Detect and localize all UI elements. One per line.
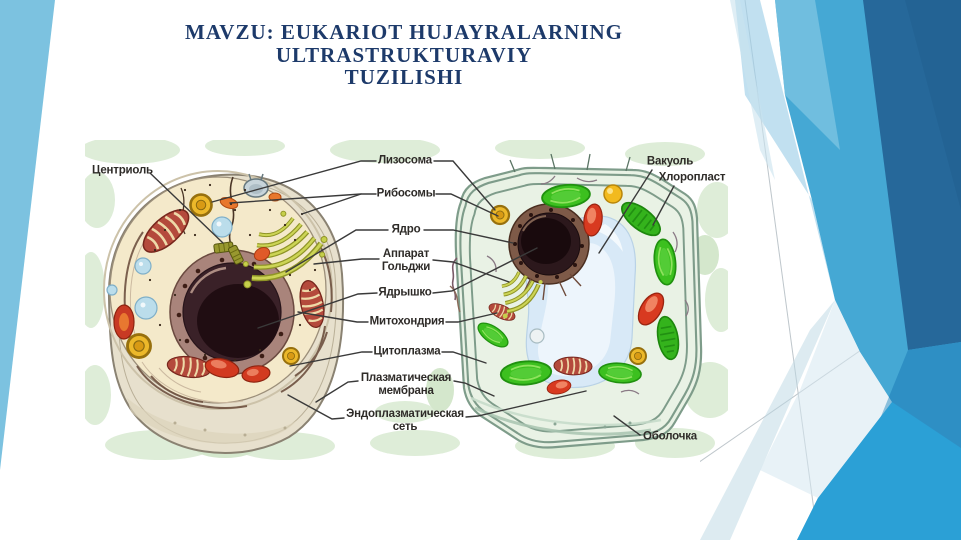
- leader-nucleus-left: [285, 229, 389, 273]
- plant-cell-illustration: [449, 153, 703, 449]
- label-endoplasmic-reticulum-line2: сеть: [392, 421, 418, 433]
- leader-golgi-left: [313, 258, 380, 265]
- label-lysosome: Лизосома: [378, 154, 432, 167]
- leader-nucleus-right: [423, 229, 514, 244]
- label-chloroplast: Хлоропласт: [658, 171, 726, 184]
- label-vacuole: Вакуоль: [646, 155, 694, 168]
- label-plasma-membrane-line2: мембрана: [378, 385, 434, 397]
- leader-membrane-right: [453, 380, 495, 397]
- label-ribosomes: Рибосомы: [376, 187, 436, 200]
- leader-er-left: [287, 394, 345, 420]
- cell-diagram: Центриоль Лизосома Рибосомы Ядро Аппарат…: [85, 140, 728, 460]
- leader-cell-wall: [613, 415, 641, 436]
- label-endoplasmic-reticulum-line1: Эндоплазматическая: [346, 408, 464, 421]
- label-golgi-line2: Гольджи: [381, 261, 431, 273]
- slide-title: MAVZU: EUKARIOT HUJAYRALARNING ULTRASTRU…: [58, 21, 750, 89]
- label-plasma-membrane: Плазматическая мембрана: [360, 372, 452, 398]
- leader-golgi-right: [432, 259, 510, 283]
- leader-ribosomes-left2: [301, 193, 362, 215]
- leader-nucleolus-right: [432, 247, 538, 294]
- leader-lysosome-left: [211, 160, 377, 203]
- leader-chloroplast: [652, 185, 675, 226]
- label-nucleolus: Ядрышко: [378, 286, 432, 299]
- label-centriole: Центриоль: [92, 164, 153, 177]
- leader-vacuole: [598, 169, 653, 254]
- label-plasma-membrane-line1: Плазматическая: [360, 372, 452, 385]
- leader-mitochondrion-right: [445, 312, 498, 323]
- animal-cell-illustration: [103, 170, 345, 454]
- slide-title-line2: TUZILISHI: [344, 65, 464, 90]
- left-wedge-decoration: [0, 0, 55, 470]
- label-golgi-line1: Аппарат: [382, 248, 430, 261]
- label-endoplasmic-reticulum: Эндоплазматическая сеть: [346, 408, 464, 434]
- leader-ribosomes-right: [435, 193, 499, 217]
- label-cytoplasm: Цитоплазма: [373, 345, 441, 358]
- leader-lysosome-right: [433, 160, 496, 211]
- leader-membrane-left: [315, 380, 359, 403]
- leader-nucleolus-left: [257, 292, 378, 329]
- leader-lines: [149, 160, 675, 436]
- leader-cytoplasm-left: [289, 351, 373, 367]
- label-cell-wall: Оболочка: [643, 430, 697, 443]
- label-nucleus: Ядро: [391, 223, 421, 236]
- slide-title-line1: MAVZU: EUKARIOT HUJAYRALARNING ULTRASTRU…: [185, 20, 623, 67]
- leader-cytoplasm-right: [441, 351, 487, 364]
- cell-diagram-art: [85, 140, 728, 460]
- leader-er-right: [465, 390, 587, 418]
- label-golgi: Аппарат Гольджи: [382, 248, 430, 274]
- label-mitochondrion: Митохондрия: [369, 315, 445, 328]
- leader-mitochondrion-left: [297, 311, 369, 323]
- leader-centriole: [149, 172, 224, 244]
